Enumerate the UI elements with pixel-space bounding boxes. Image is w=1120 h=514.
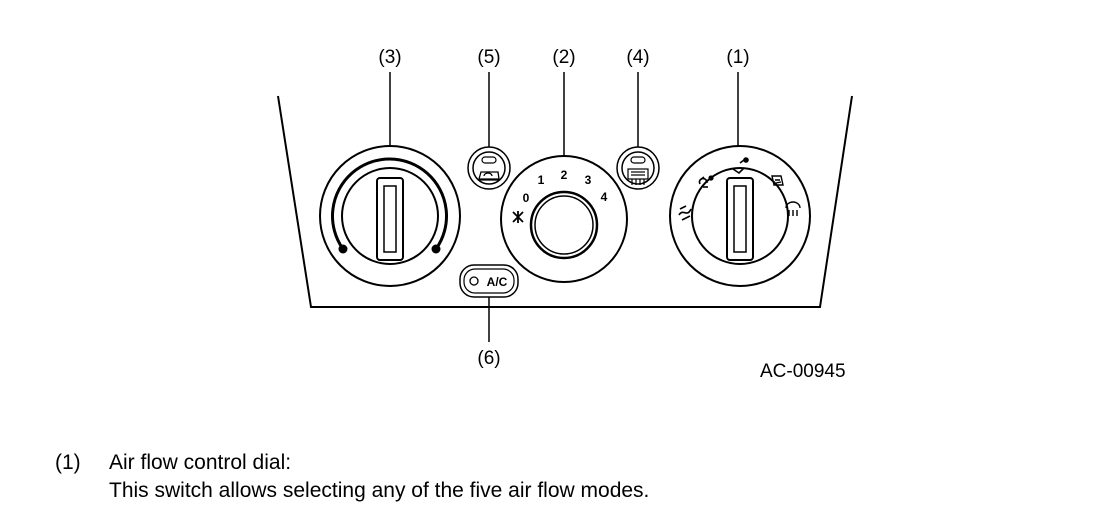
face-vent-icon [732,157,749,175]
fan-speed-knob[interactable] [529,190,599,260]
fan-icon [512,211,524,223]
recirculation-button[interactable] [467,146,511,190]
caption-item-1: (1) Air flow control dial: This switch al… [55,449,649,502]
air-flow-control-dial[interactable] [669,145,811,287]
caption-title: Air flow control dial: [109,451,292,474]
callout-1: (1) [726,47,749,68]
fan-speed-label-3: 3 [585,173,592,187]
callout-2: (2) [552,47,575,68]
temperature-control-dial[interactable] [319,145,461,287]
callout-5: (5) [477,47,500,68]
rear-defogger-button[interactable] [616,146,660,190]
caption-description: This switch allows selecting any of the … [109,479,650,502]
foot-icon [771,175,784,186]
leader-lines [389,72,739,342]
recirculation-icon [478,171,500,181]
rear-defogger-icon [627,168,649,185]
recirculation-indicator-lamp [481,156,497,164]
rear-defogger-indicator-lamp [630,156,646,164]
cold-end-dot [338,244,348,254]
fan-speed-dial[interactable]: 0 1 2 3 4 [500,155,628,283]
fan-speed-label-0: 0 [523,191,530,205]
temperature-knob-grip[interactable] [376,177,404,261]
fan-speed-label-4: 4 [601,190,608,204]
caption-number: (1) [55,451,81,474]
callout-3: (3) [378,47,401,68]
figure-code: AC-00945 [760,361,846,382]
hot-end-dot [431,244,441,254]
air-flow-knob-grip[interactable] [726,177,754,261]
ac-indicator-lamp [469,276,479,286]
temperature-scale-arc [331,157,448,250]
defrost-icon [785,201,801,216]
panel-outline [277,95,853,308]
foot-defrost-icon [678,205,692,221]
bi-level-icon [698,175,714,188]
fan-speed-label-2: 2 [561,168,568,182]
heater-control-panel-diagram: (3) (5) (2) (4) (1) (6) 0 1 2 3 4 [277,47,853,382]
ac-button[interactable]: A/C [459,264,519,298]
fan-speed-label-1: 1 [538,173,545,187]
ac-button-label: A/C [487,275,508,289]
callout-6: (6) [477,348,500,369]
callout-4: (4) [626,47,649,68]
